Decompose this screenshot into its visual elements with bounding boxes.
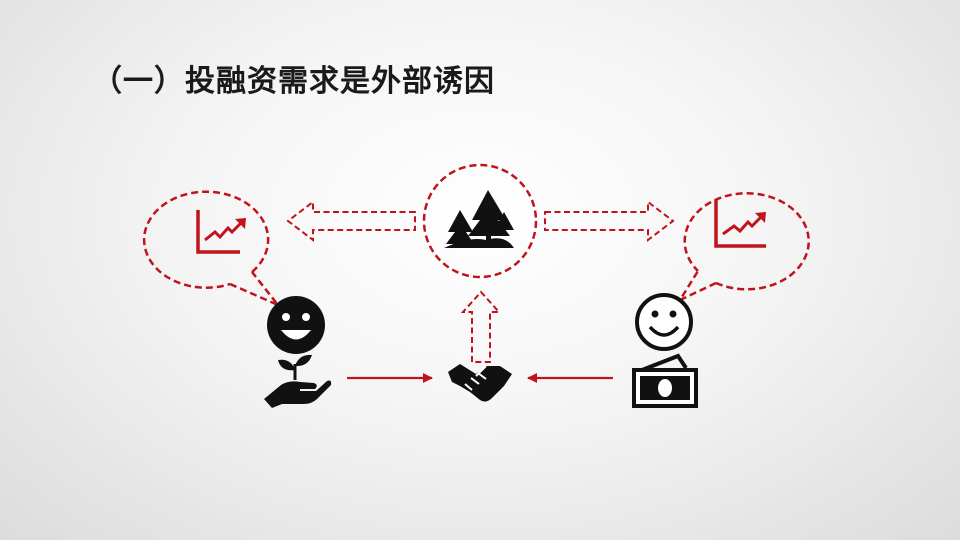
right-thought-bubble [676,192,810,303]
forest-trees-icon [444,190,514,248]
smiley-face-outline-icon [635,293,693,351]
right-thought-bubble-outline [683,192,810,291]
investor-party [632,293,698,408]
dashed-arrow-to-left-bubble [286,199,416,243]
growth-chart-icon [714,200,766,248]
left-thought-bubble-outline [142,190,270,289]
left-thought-bubble-tail [229,271,279,307]
dashed-arrow-to-right-bubble [544,199,675,243]
slide-title: （一）投融资需求是外部诱因 [92,64,495,99]
growth-chart-icon [196,210,246,254]
smiley-face-icon [267,296,325,354]
money-stack-icon [632,353,698,408]
left-thought-bubble [142,190,279,307]
center-circle-outline [422,163,538,279]
right-thought-bubble-tail [676,270,717,303]
dashed-arrow-up-to-center [460,290,502,363]
hand-holding-sprout-icon [264,354,332,408]
financing-party [264,296,332,408]
handshake-icon [448,364,512,402]
center-resource-circle [422,163,538,279]
